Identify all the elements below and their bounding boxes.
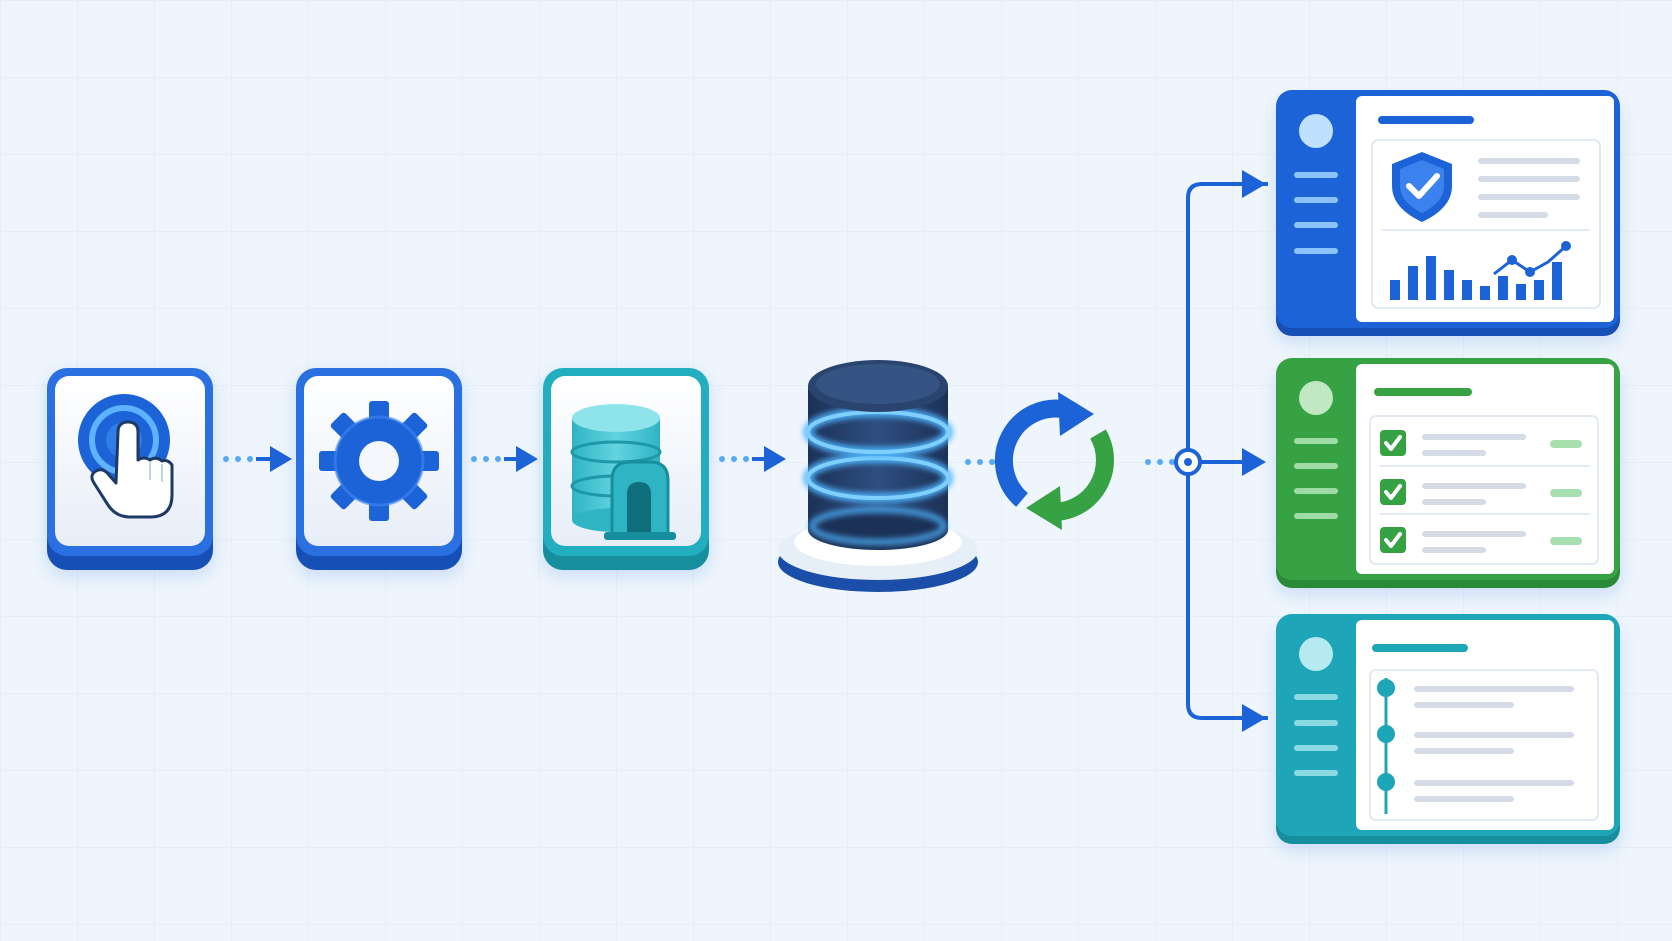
touch-hand-icon <box>78 394 174 519</box>
card-header-bar <box>1372 644 1468 652</box>
card-header-bar <box>1374 388 1472 396</box>
output-card-timeline <box>1276 614 1620 844</box>
avatar <box>1299 381 1333 415</box>
branch-arrowheads <box>1242 170 1266 732</box>
avatar <box>1299 637 1333 671</box>
sync-arrows-icon <box>994 392 1114 530</box>
checkbox-checked-icon <box>1380 479 1406 505</box>
sidebar-lines <box>1294 438 1338 519</box>
text-placeholder-lines <box>1414 686 1574 802</box>
text-placeholder-lines <box>1422 434 1526 553</box>
output-card-security-analytics <box>1276 90 1620 336</box>
timeline-track <box>1377 678 1395 814</box>
gear-icon <box>319 401 439 521</box>
connector-dots-5 <box>1145 459 1175 465</box>
connector-arrow-2 <box>471 446 538 472</box>
sidebar-lines <box>1294 172 1338 254</box>
connector-arrow-1 <box>223 446 292 472</box>
mini-line-chart <box>1493 241 1571 277</box>
checkbox-checked-icon <box>1380 527 1406 553</box>
card-header-bar <box>1378 116 1474 124</box>
connector-arrow-3 <box>719 446 786 472</box>
connector-dots-4 <box>965 459 995 465</box>
checkbox-checked-icon <box>1380 430 1406 456</box>
avatar <box>1299 114 1333 148</box>
database-icon <box>778 360 978 592</box>
database-gateway-icon <box>570 404 676 540</box>
junction-node <box>1174 448 1202 476</box>
mini-bar-chart <box>1390 256 1562 300</box>
sidebar-lines <box>1294 694 1338 776</box>
shield-check-icon <box>1392 152 1452 222</box>
output-card-checklist <box>1276 358 1620 588</box>
text-placeholder-lines <box>1478 158 1580 218</box>
status-pill <box>1550 440 1582 545</box>
